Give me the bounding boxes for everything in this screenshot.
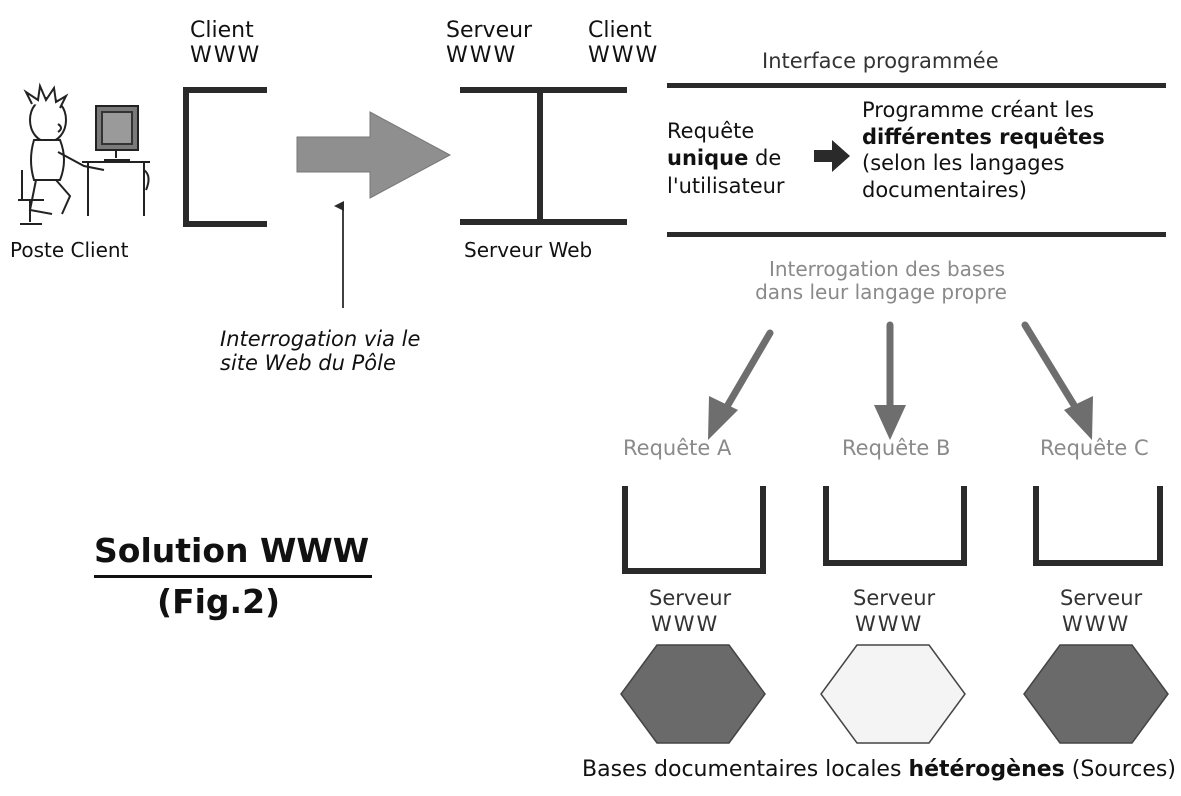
- sources-text: (Sources): [1064, 757, 1176, 782]
- serveur-label: Serveur: [446, 18, 533, 43]
- www-label: WWW: [446, 43, 518, 69]
- serveur-a-label: Serveur WWW: [649, 585, 731, 638]
- requete-line-3: l'utilisateur: [667, 173, 785, 198]
- unique-word: unique: [667, 146, 749, 171]
- client-bracket: [183, 87, 267, 227]
- database-hexagon-a: [620, 644, 766, 744]
- source-bracket-b: [823, 486, 967, 566]
- programme-line-1: Programme créant les: [862, 98, 1095, 122]
- heterogenes-word: hétérogènes: [908, 757, 1065, 782]
- requete-c-label: Requête C: [1040, 436, 1149, 460]
- source-bracket-c: [1033, 486, 1163, 566]
- interface-label: Interface programmée: [762, 49, 999, 73]
- programme-line-2: différentes requêtes: [862, 124, 1105, 149]
- serveur-c-line-1: Serveur: [1060, 586, 1143, 610]
- programme-line-3: (selon les langages: [862, 151, 1065, 176]
- bases-footer: Bases documentaires locales hétérogènes …: [582, 757, 1176, 782]
- client-label: Client: [588, 18, 652, 43]
- poste-client-label: Poste Client: [10, 238, 129, 262]
- client-www-label: Client WWW: [190, 18, 261, 69]
- source-bracket-a: [622, 486, 766, 574]
- arrowhead-a: [708, 396, 738, 440]
- serveur-a-line-1: Serveur: [649, 586, 732, 610]
- www-label: WWW: [588, 43, 660, 69]
- serveur-c-line-2: WWW: [1062, 612, 1131, 637]
- programme-line-4: documentaires): [862, 177, 1027, 202]
- serveur-b-line-1: Serveur: [853, 586, 936, 610]
- server-i-shape: [460, 87, 627, 225]
- serveur-a-line-2: WWW: [651, 612, 720, 637]
- interrogation-bases-caption: Interrogation des bases dans leur langag…: [732, 258, 1042, 304]
- arrowhead-c: [1064, 396, 1093, 440]
- arrowhead-b: [874, 405, 906, 440]
- interface-top-line: [667, 83, 1166, 88]
- caption-line-2: site Web du Pôle: [220, 351, 396, 376]
- programme-text: Programme créant les différentes requête…: [862, 97, 1105, 204]
- database-hexagon-b: [820, 644, 966, 744]
- serveur-b-line-2: WWW: [855, 612, 924, 637]
- client-label: Client: [190, 18, 254, 43]
- serveur-web-label: Serveur Web: [464, 238, 593, 262]
- www-label: WWW: [190, 43, 262, 69]
- caption-line-1: Interrogation via le: [220, 327, 421, 351]
- database-hexagon-c: [1023, 644, 1169, 744]
- bases-caption-line-1: Interrogation des bases: [768, 257, 1006, 281]
- query-arrowheads: [708, 396, 1093, 440]
- small-arrow: [814, 140, 850, 172]
- requete-line-1: Requête: [667, 119, 755, 143]
- requete-line-2: unique de: [667, 145, 785, 172]
- user-computer-icon: [18, 82, 150, 225]
- de-word: de: [748, 146, 782, 171]
- serveur-c-label: Serveur WWW: [1060, 585, 1142, 638]
- solution-underline: [94, 575, 372, 578]
- requete-a-label: Requête A: [623, 436, 732, 460]
- flow-arrow: [296, 111, 452, 199]
- interface-bottom-line: [667, 232, 1166, 237]
- solution-fig: (Fig.2): [157, 582, 281, 621]
- interrogation-site-caption: Interrogation via le site Web du Pôle: [220, 327, 420, 375]
- serveur-b-label: Serveur WWW: [853, 585, 935, 638]
- requete-b-label: Requête B: [842, 436, 951, 460]
- bases-caption-line-2: dans leur langage propre: [755, 280, 1007, 304]
- serveur-www-label: Serveur WWW: [446, 18, 532, 69]
- solution-title: Solution WWW: [94, 531, 370, 570]
- requete-unique-text: Requête unique de l'utilisateur: [667, 118, 785, 200]
- query-arrows: [721, 321, 1081, 414]
- bases-text: Bases documentaires locales: [582, 757, 909, 782]
- client2-www-label: Client WWW: [588, 18, 659, 69]
